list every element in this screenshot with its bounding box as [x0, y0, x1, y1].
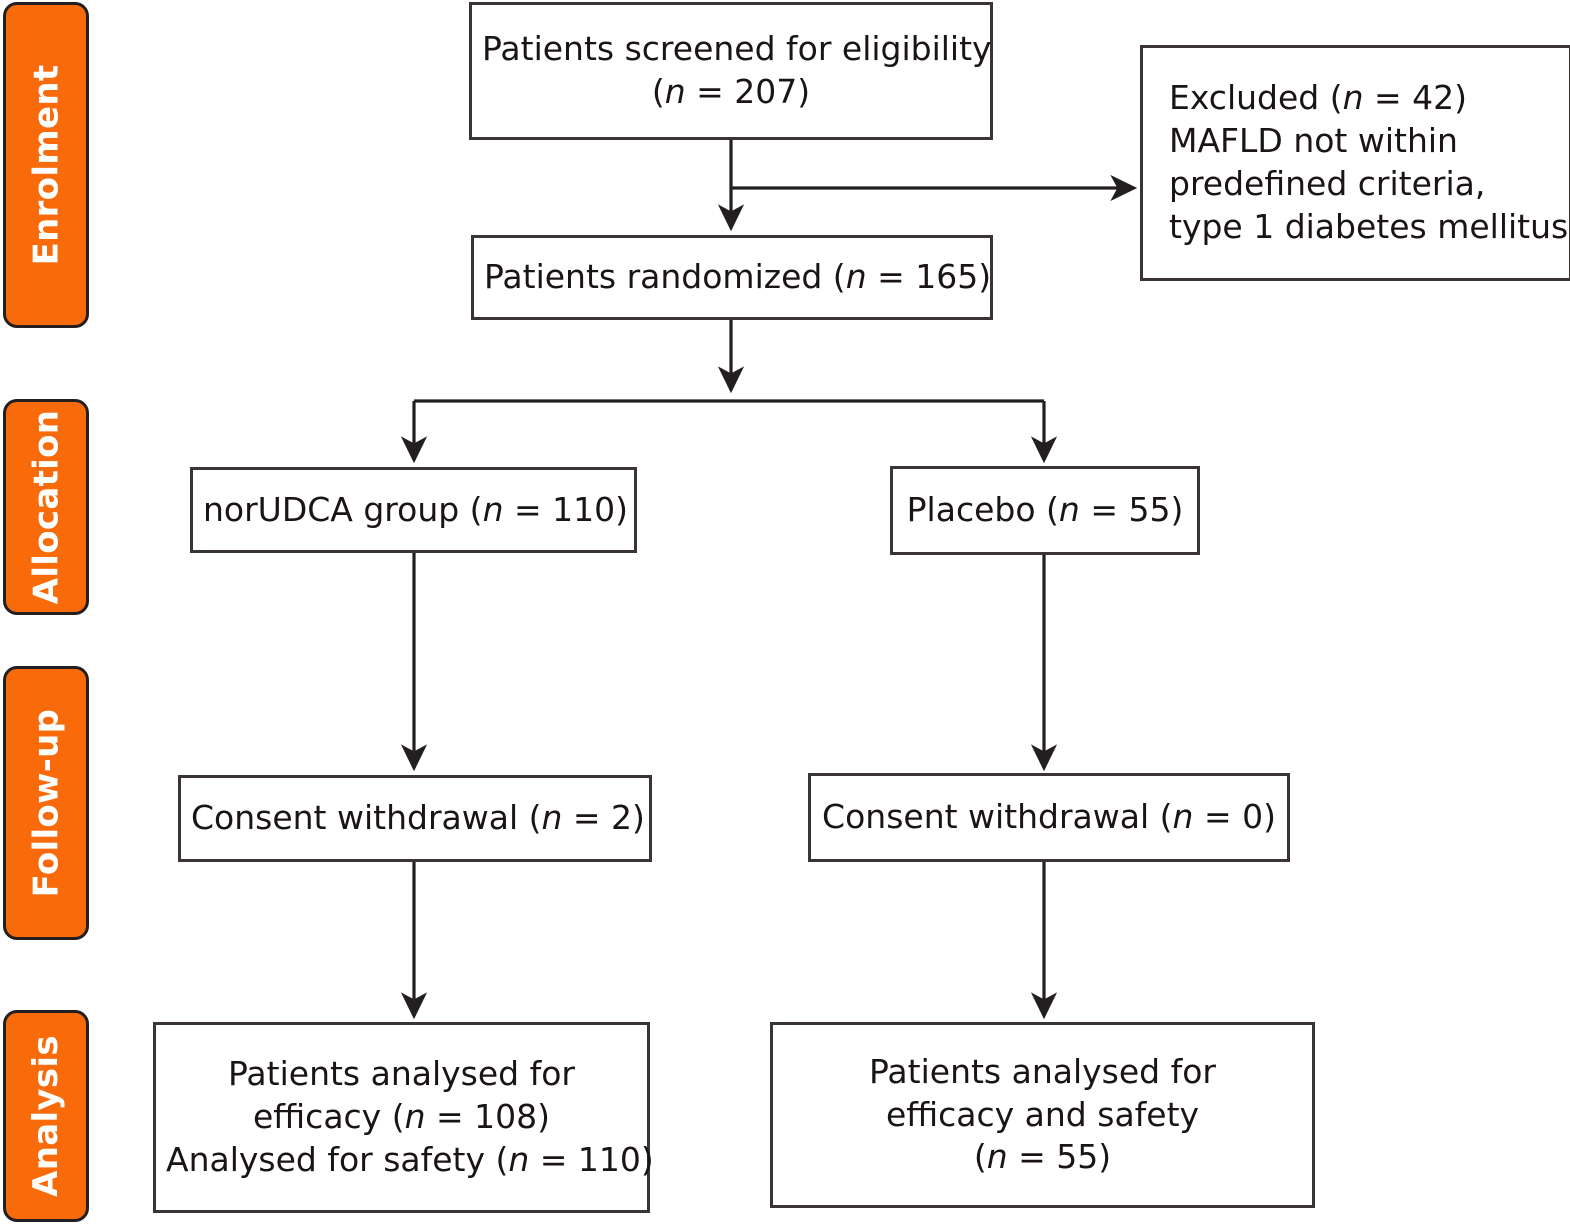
- n-symbol: n: [1058, 490, 1080, 530]
- withdrawal-left-line-1: Consent withdrawal (n = 2): [191, 798, 645, 838]
- stage-label-allocation-text: Allocation: [26, 409, 66, 605]
- analysed-right-line-3: (n = 55): [973, 1137, 1112, 1177]
- n-symbol: n: [664, 72, 686, 111]
- node-consent-withdrawal-norudca: Consent withdrawal (n = 2): [178, 775, 652, 862]
- n-symbol: n: [482, 489, 504, 529]
- stage-label-enrolment-text: Enrolment: [26, 64, 67, 266]
- excluded-line-2: MAFLD not within: [1169, 121, 1458, 161]
- n-symbol: n: [541, 798, 563, 838]
- stage-label-allocation: Allocation: [3, 399, 89, 615]
- node-patients-randomized: Patients randomized (n = 165): [471, 235, 993, 320]
- stage-label-followup: Follow-up: [3, 666, 89, 940]
- node-consent-withdrawal-placebo: Consent withdrawal (n = 0): [808, 773, 1290, 862]
- screened-line-2: (n = 207): [651, 72, 811, 111]
- analysed-right-line-2: efficacy and safety: [885, 1094, 1200, 1134]
- analysed-left-line-3: Analysed for safety (n = 110): [166, 1139, 654, 1179]
- placebo-group-line-1: Placebo (n = 55): [906, 490, 1184, 530]
- analysed-left-line-2: efficacy (n = 108): [252, 1097, 551, 1137]
- stage-label-followup-text: Follow-up: [26, 708, 67, 898]
- n-symbol: n: [1172, 797, 1194, 837]
- n-symbol: n: [404, 1097, 426, 1137]
- stage-label-enrolment: Enrolment: [3, 2, 89, 328]
- excluded-line-1: Excluded (n = 42): [1169, 78, 1468, 118]
- excluded-line-4: type 1 diabetes mellitus: [1169, 206, 1569, 246]
- node-norudca-group: norUDCA group (n = 110): [190, 467, 637, 553]
- screened-line-1: Patients screened for eligibility: [482, 29, 992, 69]
- n-symbol: n: [508, 1139, 530, 1179]
- node-analysed-norudca: Patients analysed for efficacy (n = 108)…: [153, 1022, 654, 1213]
- stage-label-analysis: Analysis: [3, 1010, 89, 1222]
- randomized-line-1: Patients randomized (n = 165): [484, 257, 992, 297]
- node-patients-screened: Patients screened for eligibility (n = 2…: [469, 2, 993, 140]
- n-symbol: n: [845, 257, 867, 297]
- node-placebo-group: Placebo (n = 55): [890, 466, 1200, 555]
- norudca-group-line-1: norUDCA group (n = 110): [203, 489, 628, 529]
- n-symbol: n: [1342, 78, 1364, 118]
- withdrawal-right-line-1: Consent withdrawal (n = 0): [822, 797, 1276, 837]
- stage-label-analysis-text: Analysis: [26, 1035, 66, 1197]
- node-analysed-placebo: Patients analysed for efficacy and safet…: [770, 1022, 1315, 1208]
- analysed-left-line-1: Patients analysed for: [228, 1054, 575, 1094]
- node-excluded: Excluded (n = 42) MAFLD not within prede…: [1140, 45, 1570, 281]
- excluded-line-3: predefined criteria,: [1169, 164, 1486, 203]
- analysed-right-line-1: Patients analysed for: [869, 1051, 1216, 1091]
- n-symbol: n: [986, 1137, 1008, 1177]
